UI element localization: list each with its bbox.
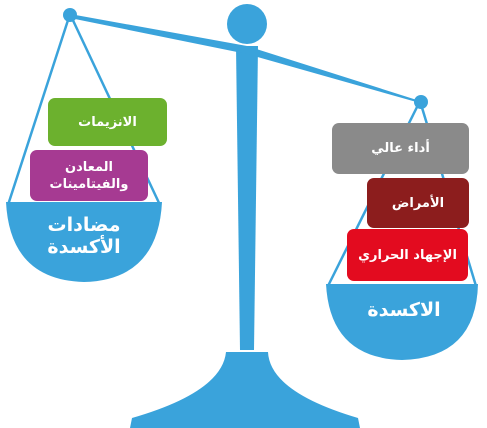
scale-beam xyxy=(70,14,420,103)
left-pan-label: مضادات الأكسدة xyxy=(47,214,121,258)
beam-right-pivot xyxy=(414,95,428,109)
block-enzymes: الانزيمات xyxy=(48,98,167,146)
right-pan-label: الاكسدة xyxy=(367,299,441,321)
left-string-outer xyxy=(6,13,72,206)
right-pan xyxy=(326,284,478,360)
block-minerals-vitamins: المعادن والفيتامينات xyxy=(30,150,148,201)
scale-base xyxy=(130,352,360,428)
block-diseases: الأمراض xyxy=(367,178,469,228)
scale-pillar xyxy=(236,46,258,350)
scale-knob xyxy=(227,4,267,44)
beam-left-pivot xyxy=(63,8,77,22)
left-pan xyxy=(6,202,162,282)
block-thermal-stress: الإجهاد الحراري xyxy=(347,229,468,281)
block-high-performance: أداء عالي xyxy=(332,123,469,174)
